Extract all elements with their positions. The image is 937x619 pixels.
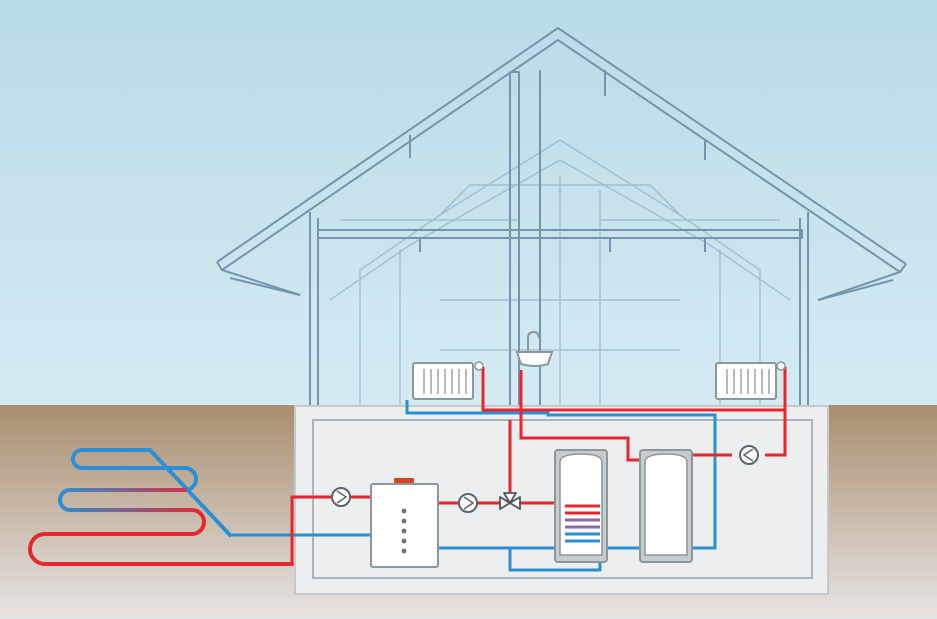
pump-icon bbox=[458, 493, 478, 513]
basement-inner bbox=[312, 419, 813, 579]
eave-right bbox=[817, 263, 907, 301]
sink-faucet-icon bbox=[515, 330, 554, 367]
collector-loop-bottom bbox=[28, 532, 294, 566]
radiator-valve-icon bbox=[776, 361, 786, 371]
supply-pipes bbox=[290, 367, 787, 564]
ground-collector-loops bbox=[28, 448, 294, 566]
sky bbox=[0, 0, 937, 408]
roof-inner bbox=[221, 39, 901, 273]
roof bbox=[216, 27, 907, 265]
ceiling-beam bbox=[317, 229, 803, 239]
storage-tank-hot-water bbox=[554, 449, 608, 563]
three-way-valve-icon bbox=[499, 492, 521, 510]
return-pipes bbox=[230, 400, 717, 572]
radiator-valve-icon bbox=[474, 361, 484, 371]
pump-icon bbox=[331, 487, 351, 507]
brand-logo bbox=[394, 478, 414, 483]
storage-tank-buffer bbox=[639, 449, 693, 563]
heating-coil bbox=[565, 504, 600, 543]
radiator-left bbox=[412, 361, 484, 400]
radiator-right bbox=[715, 361, 786, 400]
pump-icon bbox=[739, 445, 759, 465]
collector-loop-top bbox=[71, 448, 232, 537]
indicator-lights bbox=[401, 508, 407, 554]
house-outline bbox=[216, 27, 907, 409]
collector-loop-mid bbox=[58, 488, 206, 536]
eave-left bbox=[216, 261, 301, 296]
heat-pump-unit bbox=[370, 478, 439, 568]
